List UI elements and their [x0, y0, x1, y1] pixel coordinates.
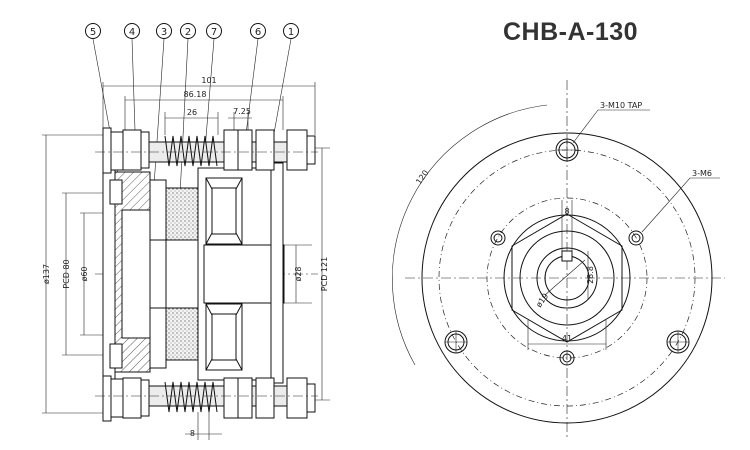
dim-dia-19: ø19	[534, 292, 550, 310]
svg-text:4: 4	[129, 27, 135, 38]
dim-26: 26	[187, 108, 197, 117]
svg-text:2: 2	[185, 27, 191, 38]
model-title: CHB-A-130	[503, 18, 639, 46]
svg-text:7: 7	[211, 27, 217, 38]
balloon-3: 3	[156, 23, 172, 39]
dim-120: 120	[414, 168, 430, 186]
side-view-assembly	[95, 127, 318, 422]
dim-28-8: 28.8	[586, 266, 595, 284]
dim-86-18: 86.18	[184, 90, 207, 99]
dim-dia-60: ø60	[80, 266, 89, 281]
balloon-1: 1	[283, 23, 299, 39]
dim-pcd-80: PCD 80	[62, 259, 71, 288]
front-view: 3-M10 TAP 3-M6 120 8 28.8 ø19 41	[392, 80, 725, 440]
dim-8-bottom: 8	[190, 429, 195, 438]
dim-dia-137: ø137	[42, 264, 51, 284]
dim-7-25: 7.25	[233, 107, 251, 116]
label-3-m10-tap: 3-M10 TAP	[600, 101, 642, 110]
dim-pcd-121: PCD 121	[320, 257, 329, 291]
svg-text:3: 3	[161, 27, 167, 38]
dim-8-keyway: 8	[564, 207, 569, 216]
dim-101: 101	[201, 76, 216, 85]
balloon-2: 2	[180, 23, 196, 39]
svg-text:5: 5	[90, 27, 96, 38]
balloon-4: 4	[124, 23, 140, 39]
side-view-dimensions: 101 86.18 26 7.25 ø137 PCD 80 ø60	[42, 76, 330, 440]
balloon-6: 6	[250, 23, 266, 39]
balloon-7: 7	[206, 23, 222, 39]
label-3-m6: 3-M6	[692, 169, 712, 178]
dim-41: 41	[562, 334, 572, 343]
balloon-5: 5	[85, 23, 101, 39]
svg-text:1: 1	[288, 27, 294, 38]
svg-text:6: 6	[255, 27, 261, 38]
